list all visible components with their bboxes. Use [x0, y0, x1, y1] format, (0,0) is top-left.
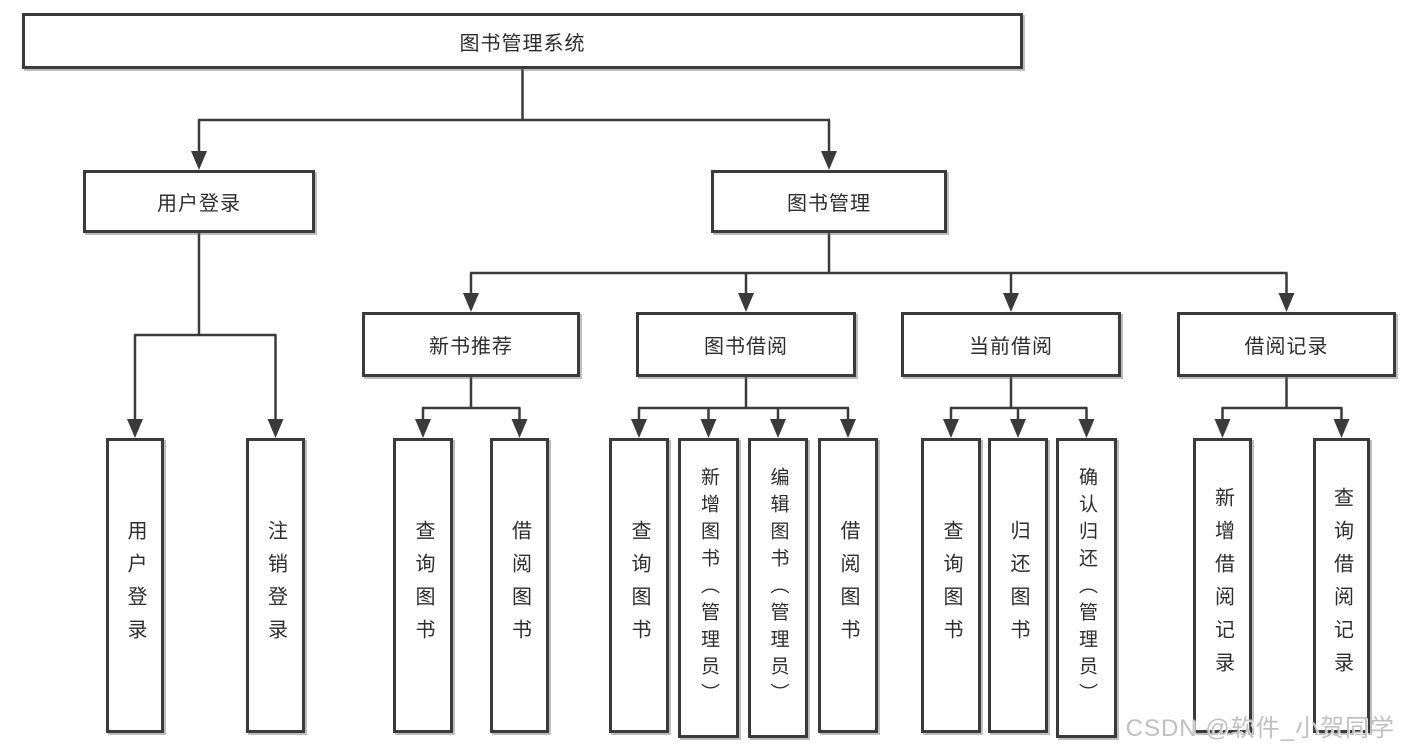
node-add-books: 新增图书（管理员） [678, 438, 739, 738]
node-query-books-3: 查询图书 [921, 438, 981, 733]
node-return-books: 归还图书 [988, 438, 1048, 733]
node-borrow-books-1: 借阅图书 [490, 438, 549, 733]
node-book-mgmt: 图书管理 [711, 170, 947, 233]
node-borrow-books-2: 借阅图书 [818, 438, 878, 733]
node-current-borrow: 当前借阅 [901, 312, 1121, 377]
node-borrow-records: 借阅记录 [1177, 312, 1396, 377]
node-book-borrow: 图书借阅 [636, 312, 856, 377]
node-user-login: 用户登录 [83, 170, 315, 233]
node-add-borrow-record: 新增借阅记录 [1193, 438, 1252, 733]
node-query-books-2: 查询图书 [609, 438, 669, 733]
node-user-login-leaf: 用户登录 [106, 438, 164, 733]
node-query-books-1: 查询图书 [393, 438, 453, 733]
watermark: CSDN @软件_小贺同学 [1125, 715, 1395, 742]
node-logout-leaf: 注销登录 [246, 438, 305, 733]
node-confirm-return: 确认归还（管理员） [1056, 438, 1117, 738]
node-new-book-rec: 新书推荐 [362, 312, 580, 377]
node-edit-books: 编辑图书（管理员） [748, 438, 808, 738]
node-query-borrow-record: 查询借阅记录 [1313, 438, 1370, 733]
node-root: 图书管理系统 [22, 13, 1023, 69]
